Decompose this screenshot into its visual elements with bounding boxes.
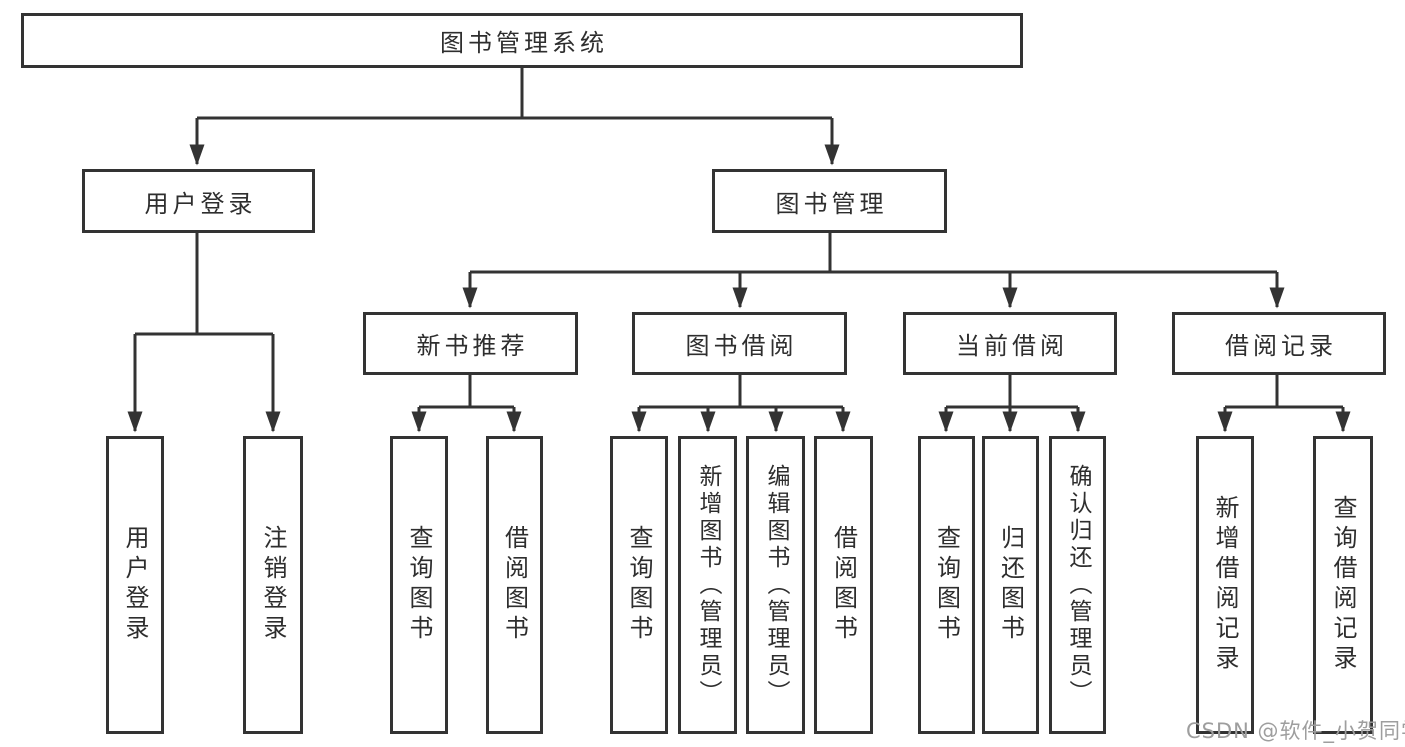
connector-current-borrow-to-leaves [938,375,1086,433]
node-book-borrow: 图书借阅 [632,312,847,375]
leaf-add-borrow-record: 新增借阅记录 [1196,436,1254,734]
leaf-query-borrow-record-label: 查询借阅记录 [1329,495,1357,675]
leaf-user-login-label: 用户登录 [121,525,149,645]
connector-new-book-recommend-to-leaves [411,375,522,433]
node-root-system-label: 图书管理系统 [440,29,608,57]
node-book-management: 图书管理 [712,169,947,233]
leaf-confirm-return-admin: 确认归还（管理员） [1049,436,1106,734]
connector-borrow-records-to-leaves [1217,375,1351,433]
leaf-query-borrow-record: 查询借阅记录 [1313,436,1373,734]
leaf-add-book-admin-label: 新增图书（管理员） [695,463,721,707]
watermark: CSDN @软件_小贺同学 [1186,719,1405,743]
leaf-user-login: 用户登录 [106,436,164,734]
node-current-borrow: 当前借阅 [903,312,1117,375]
leaf-query-books-current: 查询图书 [918,436,975,734]
leaf-return-books: 归还图书 [982,436,1039,734]
leaf-query-books-borrow: 查询图书 [610,436,668,734]
connector-book-borrow-to-leaves [631,375,851,433]
leaf-query-books-recommend-label: 查询图书 [405,525,433,645]
leaf-edit-book-admin-label: 编辑图书（管理员） [763,463,789,707]
leaf-borrow-books-recommend-label: 借阅图书 [500,525,529,645]
leaf-query-books-current-label: 查询图书 [932,525,961,645]
connector-book-management-to-level3 [462,233,1285,309]
node-user-login: 用户登录 [82,169,315,233]
leaf-return-books-label: 归还图书 [996,525,1025,645]
leaf-edit-book-admin: 编辑图书（管理员） [746,436,805,734]
leaf-query-books-recommend: 查询图书 [390,436,448,734]
node-user-login-label: 用户登录 [144,189,257,218]
node-current-borrow-label: 当前借阅 [956,332,1068,360]
node-borrow-records-label: 借阅记录 [1225,332,1337,360]
leaf-logout: 注销登录 [243,436,303,734]
leaf-query-books-borrow-label: 查询图书 [625,525,653,645]
node-book-management-label: 图书管理 [775,189,888,218]
node-book-borrow-label: 图书借阅 [685,332,798,360]
leaf-borrow-books-recommend: 借阅图书 [486,436,543,734]
node-root-system: 图书管理系统 [21,13,1023,68]
leaf-logout-label: 注销登录 [259,525,287,645]
leaf-borrow-books-label: 借阅图书 [829,525,858,645]
node-borrow-records: 借阅记录 [1172,312,1386,375]
leaf-add-borrow-record-label: 新增借阅记录 [1211,495,1239,675]
leaf-borrow-books: 借阅图书 [814,436,873,734]
connector-user-login-to-leaves [127,233,281,433]
node-new-book-recommend-label: 新书推荐 [416,332,529,360]
leaf-add-book-admin: 新增图书（管理员） [678,436,737,734]
leaf-confirm-return-admin-label: 确认归还（管理员） [1065,463,1091,707]
connector-root-to-level2 [189,68,840,166]
node-new-book-recommend: 新书推荐 [363,312,578,375]
